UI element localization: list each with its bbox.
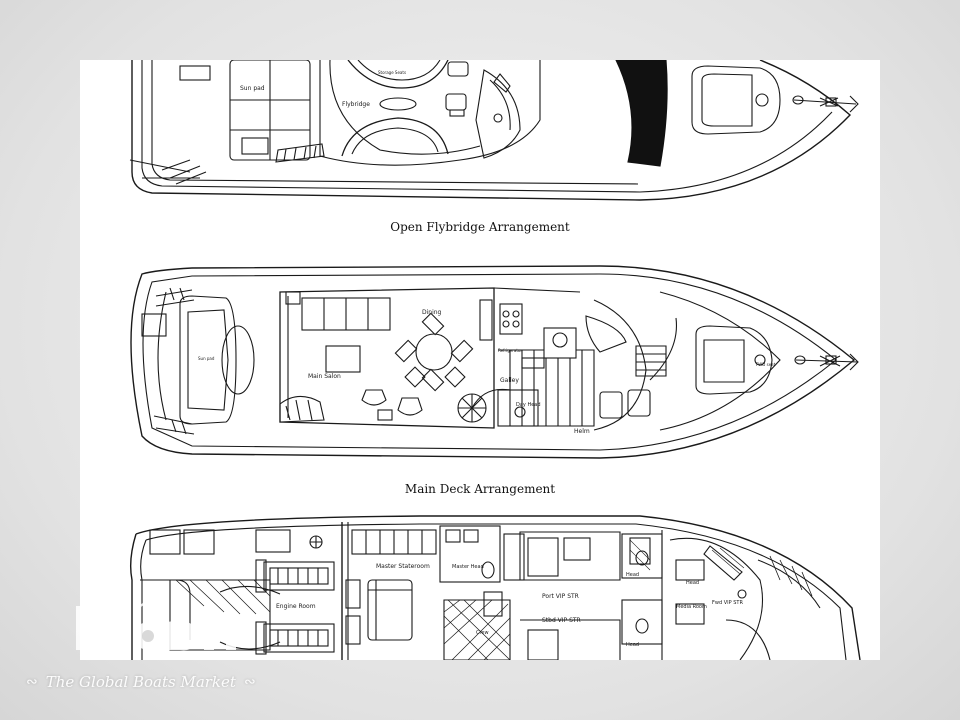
master-head-label: Master Head <box>452 564 484 570</box>
fly-sunpad-label: Sun pad <box>240 85 265 92</box>
helm-label: Helm <box>574 428 590 435</box>
galley-label: Galley <box>500 377 519 384</box>
master-stateroom-label: Master Stateroom <box>376 563 430 570</box>
refrigerator-label: Refrigerator <box>498 348 522 353</box>
day-head-label: Day Head <box>516 402 541 408</box>
head-label-b: Head <box>626 642 639 648</box>
main-salon-label: Main Salon <box>308 373 341 380</box>
flybridge-label: Flybridge <box>342 101 370 108</box>
deck-plans-drawing: Flybridge Sun pad Storage Seats Dining M… <box>129 60 861 660</box>
fwd-vip-label: Fwd VIP STR <box>712 600 743 606</box>
watermark-tagline-text: The Global Boats Market <box>45 673 236 691</box>
flourish-left-icon: ∾ <box>26 674 38 690</box>
dining-label: Dining <box>422 309 442 316</box>
floor-plan-sheet: Flybridge Sun pad Storage Seats Dining M… <box>80 60 880 660</box>
main-sunpad-label: Sun pad <box>198 356 215 361</box>
port-vip-label: Port VIP STR <box>542 593 579 600</box>
flybridge-plan <box>129 60 859 201</box>
flybridge-caption: Open Flybridge Arrangement <box>390 220 570 234</box>
main-deck-caption: Main Deck Arrangement <box>404 482 556 496</box>
flourish-right-icon: ∾ <box>243 674 256 690</box>
crew-label: Crew <box>476 630 489 636</box>
fwd-seat-label: FWD seat <box>756 362 776 367</box>
media-room-label: Media Room <box>676 604 707 610</box>
lower-deck-plan <box>129 515 861 660</box>
stbd-vip-label: Stbd VIP STR <box>542 617 581 624</box>
engine-room-label: Engine Room <box>276 603 316 610</box>
head-label-c: Head <box>686 580 699 586</box>
head-label-a: Head <box>626 572 639 578</box>
watermark-logo <box>76 598 236 651</box>
fly-storage-label: Storage Seats <box>378 70 406 75</box>
watermark-tagline: ∾ The Global Boats Market ∾ <box>26 668 326 696</box>
main-deck-plan <box>130 265 859 459</box>
